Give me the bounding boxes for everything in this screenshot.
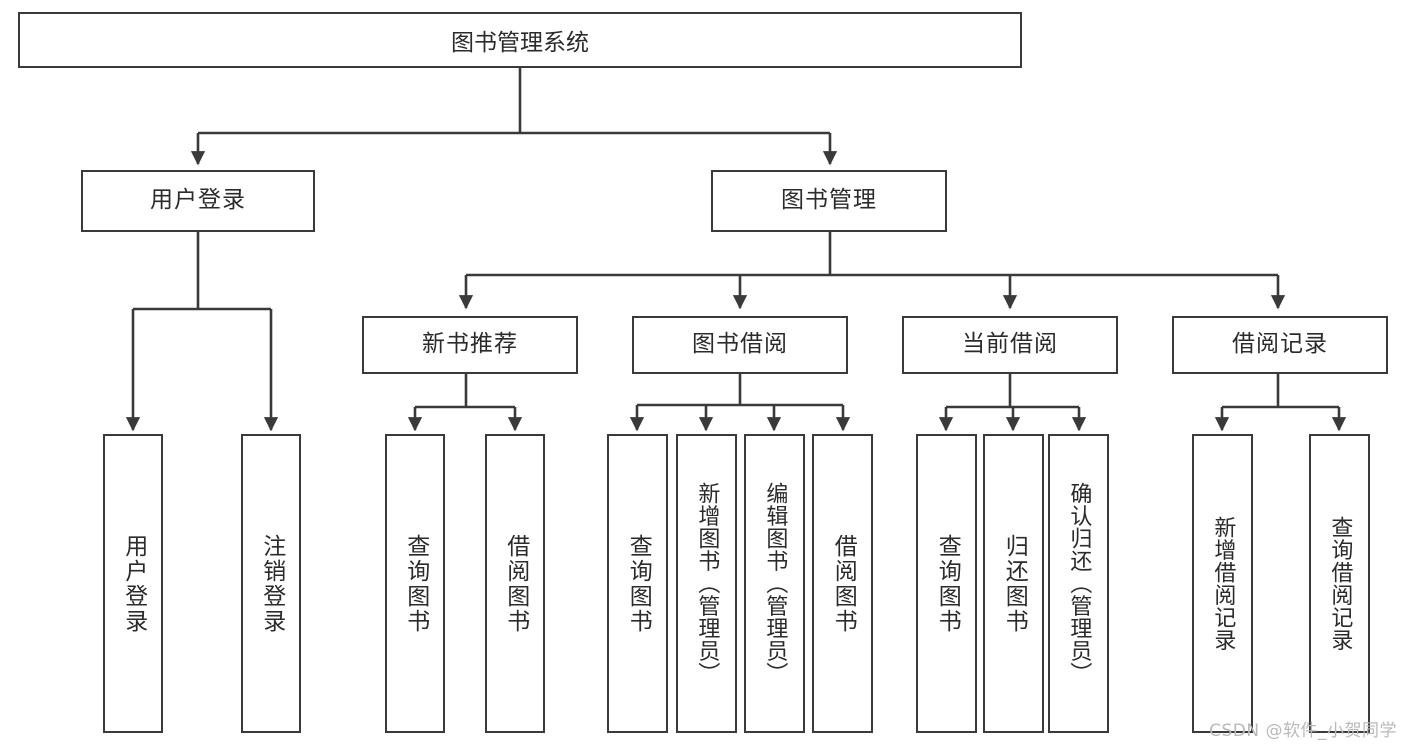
node-leaf-query-book-current[interactable]: 查询图书 <box>916 434 977 733</box>
node-leaf-add-book-admin[interactable]: 新增图书（管理员） <box>676 434 737 733</box>
node-borrow-record[interactable]: 借阅记录 <box>1172 316 1388 374</box>
node-label: 查询图书 <box>625 533 652 634</box>
node-leaf-user-login[interactable]: 用户登录 <box>103 434 163 733</box>
node-label: 注销登录 <box>258 533 285 634</box>
node-label: 新增图书（管理员） <box>694 482 720 685</box>
node-label: 确认归还（管理员） <box>1066 482 1092 685</box>
node-label: 查询借阅记录 <box>1327 516 1353 651</box>
node-label: 新增借阅记录 <box>1210 516 1236 651</box>
node-new-book-recommendation[interactable]: 新书推荐 <box>362 316 578 374</box>
node-user-login[interactable]: 用户登录 <box>81 170 315 232</box>
node-label: 编辑图书（管理员） <box>762 482 788 685</box>
node-leaf-return-book[interactable]: 归还图书 <box>983 434 1044 733</box>
node-label: 归还图书 <box>1001 533 1028 634</box>
node-label: 图书管理 <box>781 187 877 214</box>
node-label: 借阅记录 <box>1232 331 1328 358</box>
node-leaf-add-borrow-record[interactable]: 新增借阅记录 <box>1192 434 1253 733</box>
node-current-borrow[interactable]: 当前借阅 <box>902 316 1118 374</box>
node-book-management[interactable]: 图书管理 <box>711 170 947 232</box>
csdn-watermark: CSDN @软件_小贺同学 <box>1209 721 1397 741</box>
node-label: 新书推荐 <box>422 331 518 358</box>
node-label: 当前借阅 <box>962 331 1058 358</box>
node-label: 查询图书 <box>402 533 429 634</box>
node-label: 用户登录 <box>150 187 246 214</box>
node-leaf-confirm-return-admin[interactable]: 确认归还（管理员） <box>1048 434 1109 733</box>
node-label: 借阅图书 <box>502 533 529 634</box>
node-leaf-query-book-newbook[interactable]: 查询图书 <box>385 434 445 733</box>
node-leaf-edit-book-admin[interactable]: 编辑图书（管理员） <box>744 434 805 733</box>
node-label: 用户登录 <box>120 533 147 634</box>
node-book-borrow[interactable]: 图书借阅 <box>632 316 848 374</box>
node-label: 查询图书 <box>934 533 961 634</box>
node-root-book-management-system[interactable]: 图书管理系统 <box>18 12 1022 68</box>
node-label: 借阅图书 <box>830 533 857 634</box>
node-label: 图书管理系统 <box>451 30 589 56</box>
node-label: 图书借阅 <box>692 331 788 358</box>
node-leaf-borrow-book-newbook[interactable]: 借阅图书 <box>485 434 545 733</box>
node-leaf-query-borrow-record[interactable]: 查询借阅记录 <box>1309 434 1370 733</box>
node-leaf-logout[interactable]: 注销登录 <box>241 434 301 733</box>
node-leaf-borrow-book-borrow[interactable]: 借阅图书 <box>812 434 873 733</box>
node-leaf-query-book-borrow[interactable]: 查询图书 <box>607 434 668 733</box>
